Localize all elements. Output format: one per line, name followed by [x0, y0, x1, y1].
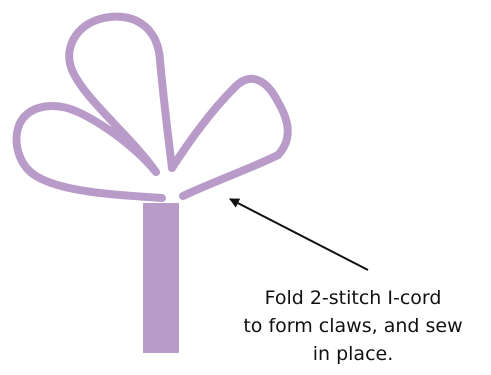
annotation-line-1: Fold 2-stitch I-cord [218, 284, 488, 312]
annotation-label: Fold 2-stitch I-cord to form claws, and … [218, 284, 488, 368]
annotation-line-2: to form claws, and sew [218, 312, 488, 340]
cord-stem [143, 203, 179, 353]
claw-loop-middle [69, 17, 172, 172]
annotation-line-3: in place. [218, 340, 488, 368]
claw-loop-right [172, 79, 288, 196]
annotation-arrow [230, 199, 368, 270]
